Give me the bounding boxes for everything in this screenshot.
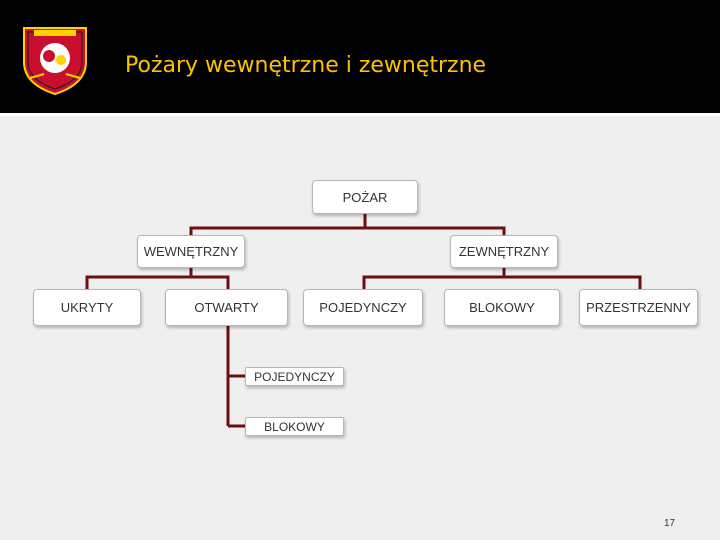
header-bar (0, 0, 720, 113)
node-zew-pojedynczy: POJEDYNCZY (303, 289, 423, 326)
node-przestrzenny: PRZESTRZENNY (579, 289, 698, 326)
node-ukryty: UKRYTY (33, 289, 141, 326)
connector-open-children (226, 326, 245, 428)
node-pozar: POŻAR (312, 180, 418, 214)
page-number: 17 (664, 518, 676, 529)
connector-external-children (362, 268, 642, 289)
node-wewnetrzny: WEWNĘTRZNY (137, 235, 245, 268)
slide-title: Pożary wewnętrzne i zewnętrzne (125, 53, 487, 78)
node-otwarty: OTWARTY (165, 289, 288, 326)
node-otw-pojedynczy: POJEDYNCZY (245, 367, 344, 386)
node-zewnetrzny: ZEWNĘTRZNY (450, 235, 558, 268)
fire-brigade-logo (23, 27, 87, 96)
node-otw-blokowy: BLOKOWY (245, 417, 344, 436)
node-zew-blokowy: BLOKOWY (444, 289, 560, 326)
connector-internal-children (85, 268, 230, 289)
